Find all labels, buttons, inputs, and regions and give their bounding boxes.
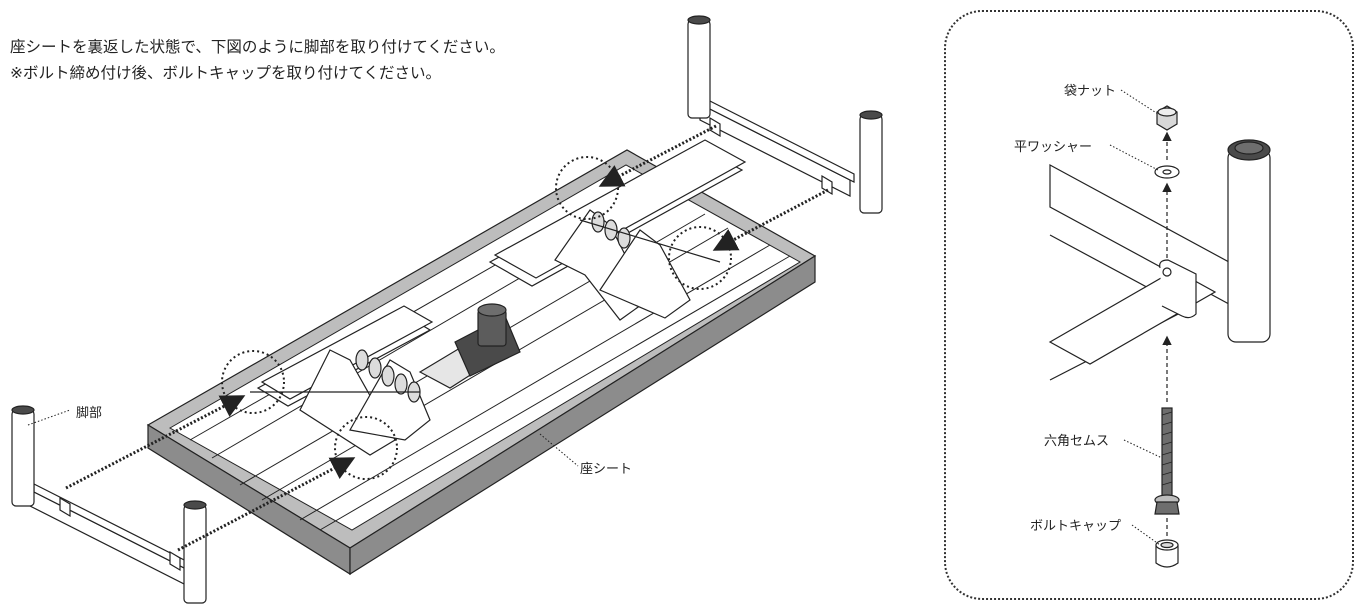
leg-left xyxy=(11,405,207,604)
label-flat-washer: 平ワッシャー xyxy=(1014,140,1093,155)
label-leg: 脚部 xyxy=(76,406,103,421)
guide-arrows xyxy=(65,124,829,552)
instructions: 座シートを裏返した状態で、下図のように脚部を取り付けてください。 ※ボルト締め付… xyxy=(10,34,505,86)
label-seat: 座シート xyxy=(580,462,633,477)
leader-lines xyxy=(27,409,579,467)
hydraulic-jack xyxy=(418,303,521,389)
detail-view xyxy=(1048,89,1271,568)
label-hex-bolt: 六角セムス xyxy=(1044,434,1110,449)
lift-mechanism xyxy=(250,139,747,456)
attachment-highlights xyxy=(221,156,732,480)
detail-frame xyxy=(944,10,1354,600)
label-bolt-cap: ボルトキャップ xyxy=(1030,519,1122,534)
instruction-line-2: ※ボルト締め付け後、ボルトキャップを取り付けてください。 xyxy=(10,64,442,82)
instruction-line-1: 座シートを裏返した状態で、下図のように脚部を取り付けてください。 xyxy=(10,38,505,56)
label-cap-nut: 袋ナット xyxy=(1064,84,1117,99)
leg-right xyxy=(687,15,883,214)
